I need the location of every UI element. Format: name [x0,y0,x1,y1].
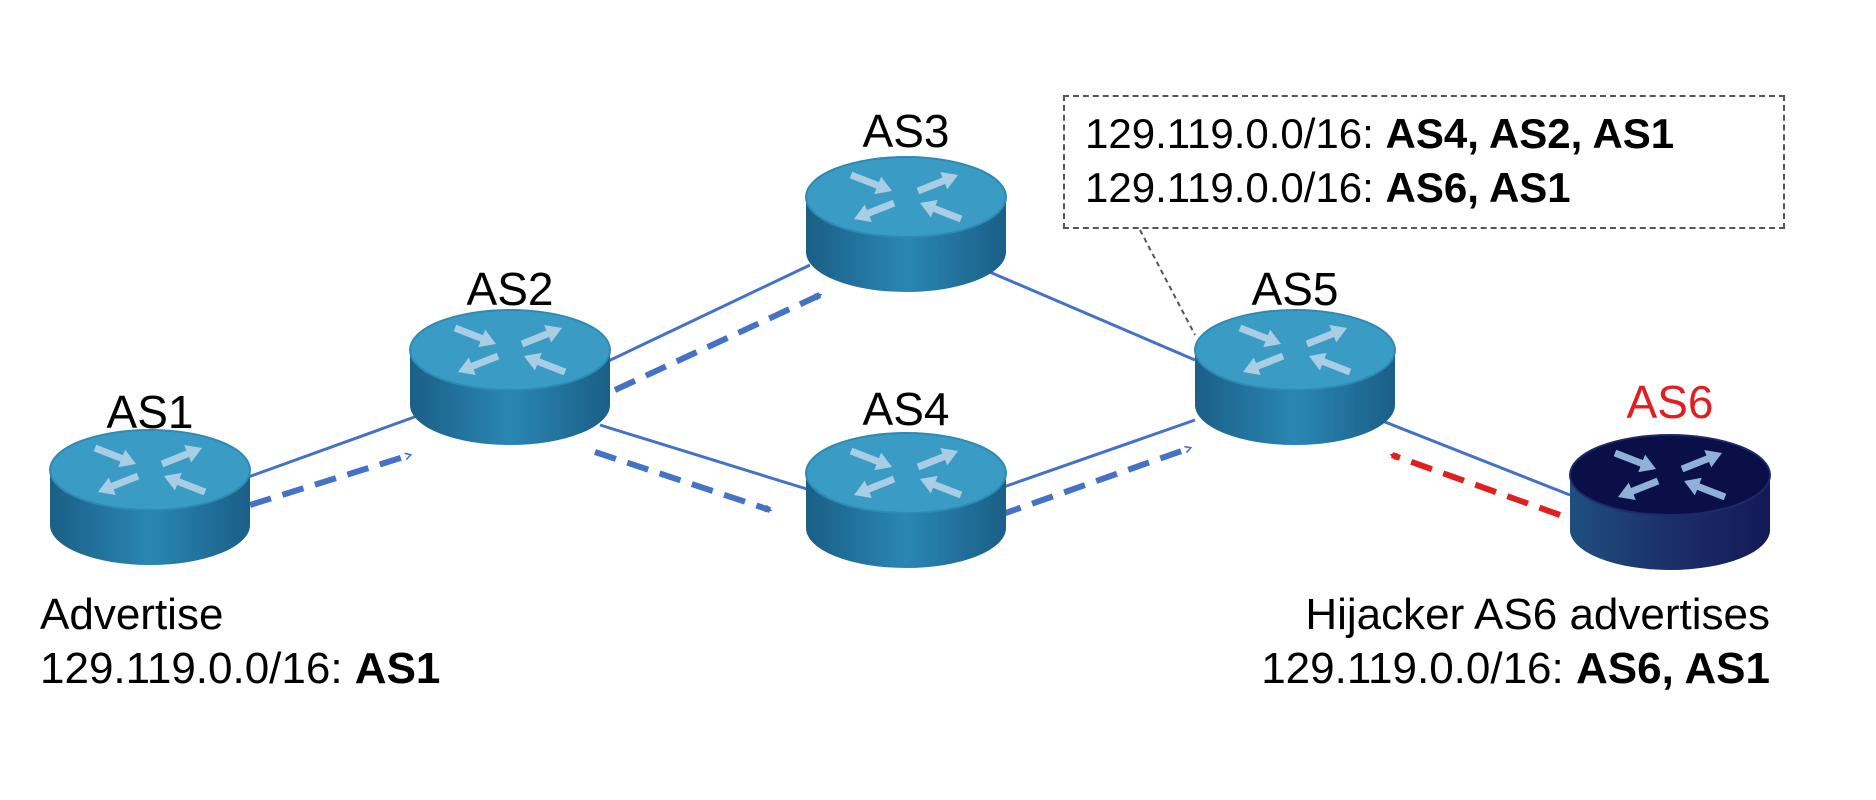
route-as-path: AS6, AS1 [1385,164,1571,211]
as3-label: AS3 [863,105,950,157]
link-as4-as5 [994,418,1196,492]
router-as2 [409,309,611,445]
router-arrows-icon [93,444,207,496]
link-as2-as4 [599,423,811,492]
router-top [1194,309,1396,391]
as5-routing-table: 129.119.0.0/16: AS4, AS2, AS1 129.119.0.… [1063,95,1785,229]
as2-label: AS2 [467,263,554,315]
router-top [805,432,1007,514]
as5-label: AS5 [1252,263,1339,315]
route-prefix: 129.119.0.0/16: [40,644,355,693]
route-entry: 129.119.0.0/16: AS6, AS1 [1085,161,1783,215]
as1-advertisement-caption: Advertise 129.119.0.0/16: AS1 [40,588,440,696]
advertisement-as4-as5 [999,445,1190,518]
link-as5-as6 [1379,418,1571,497]
route-as-path: AS1 [354,644,441,693]
advertisement-as1-as2 [249,452,410,508]
caption-route: 129.119.0.0/16: AS6, AS1 [1261,642,1770,696]
route-prefix: 129.119.0.0/16: [1085,164,1386,211]
links-layer [239,263,1571,497]
route-as-path: AS6, AS1 [1575,644,1770,693]
link-as2-as3 [599,263,811,367]
router-as3 [805,156,1007,292]
router-top [409,309,611,391]
router-arrows-icon [1613,449,1727,501]
route-entry: 129.119.0.0/16: AS4, AS2, AS1 [1085,107,1783,161]
as1-label: AS1 [107,386,194,438]
router-arrows-icon [1238,324,1352,376]
hijacker-advertisement-caption: Hijacker AS6 advertises 129.119.0.0/16: … [1261,588,1770,696]
link-as3-as5 [984,268,1196,362]
routers-layer [49,156,1771,570]
route-prefix: 129.119.0.0/16: [1085,110,1386,157]
router-top [1569,434,1771,516]
route-prefix: 129.119.0.0/16: [1261,644,1576,693]
link-as1-as2 [239,413,421,482]
router-arrows-icon [849,447,963,499]
as4-label: AS4 [863,383,950,435]
callout-connector [1139,229,1196,336]
caption-line: Advertise [40,590,224,639]
advertisement-as2-as4 [594,449,770,513]
advertisement-as2-as3 [613,292,820,393]
router-arrows-icon [453,324,567,376]
router-as4 [805,432,1007,568]
advertisements-layer [249,292,1562,518]
router-as1 [49,429,251,565]
router-top [49,429,251,511]
router-top [805,156,1007,238]
caption-line: Hijacker AS6 advertises [1305,590,1770,639]
advertisement-as6-as5 [1392,452,1562,518]
router-arrows-icon [849,171,963,223]
as-labels-layer: AS1 AS2 AS3 AS4 AS5 AS6 [107,105,1714,438]
caption-route: 129.119.0.0/16: AS1 [40,642,440,696]
router-as6 [1569,434,1771,570]
route-as-path: AS4, AS2, AS1 [1385,110,1675,157]
as6-label: AS6 [1627,376,1714,428]
router-as5 [1194,309,1396,445]
